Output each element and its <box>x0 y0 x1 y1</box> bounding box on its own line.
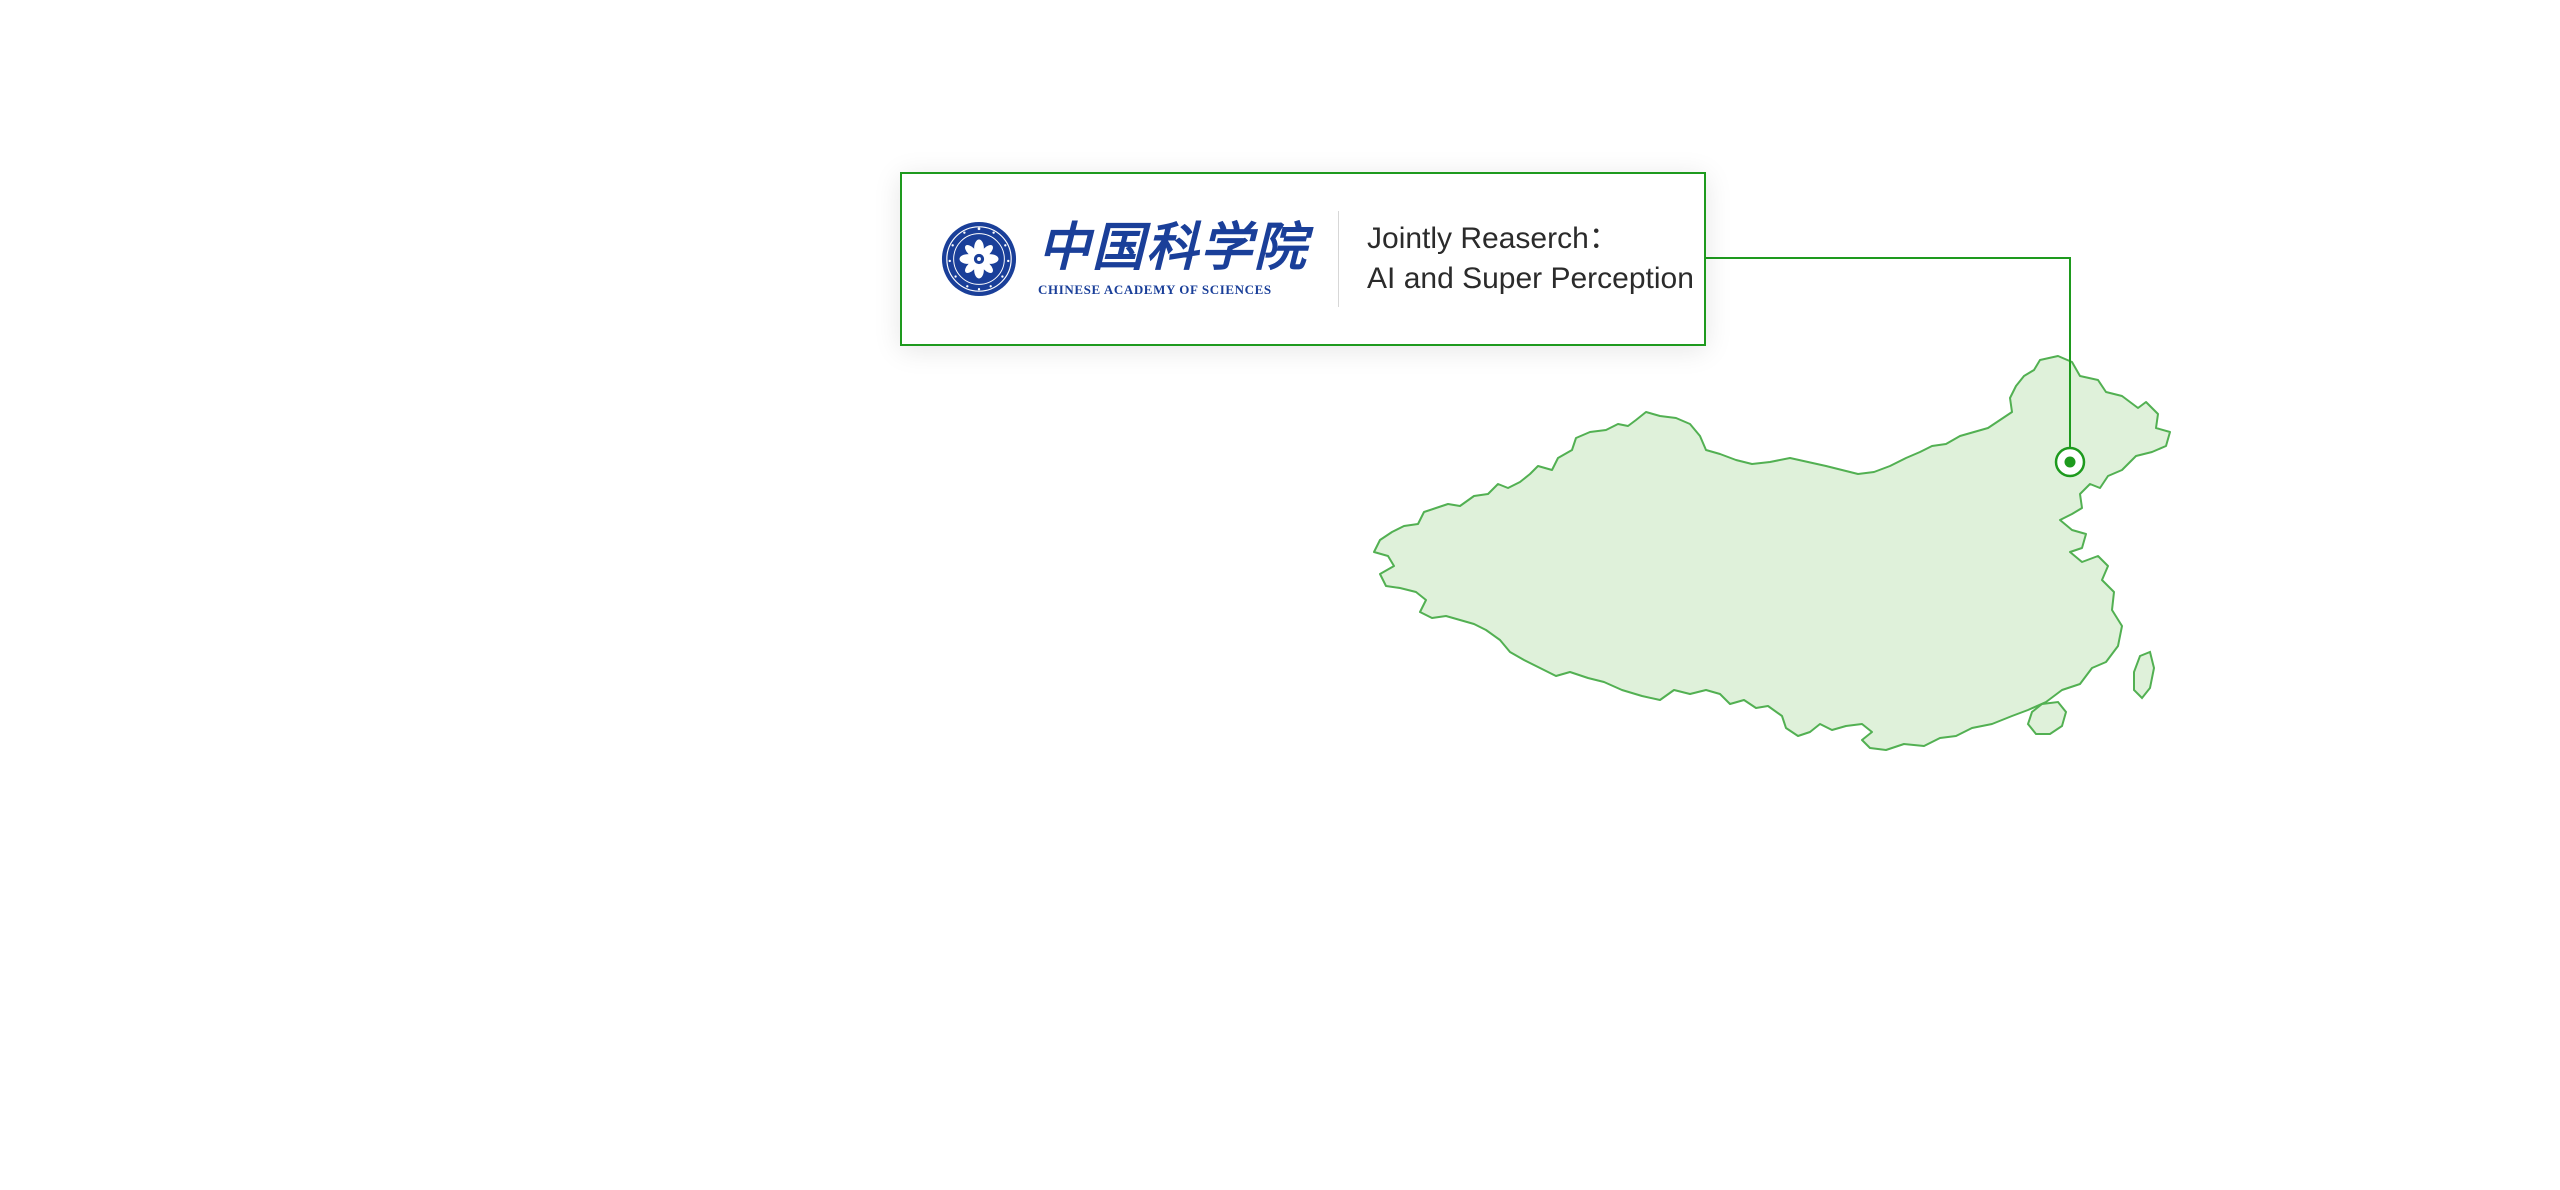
research-caption: Jointly Reaserch： AI and Super Perceptio… <box>1367 219 1694 299</box>
caption-line-2: AI and Super Perception <box>1367 262 1694 295</box>
taiwan-island-shape <box>2133 650 2156 700</box>
caption-line-1: Jointly Reaserch： <box>1367 222 1619 255</box>
location-target-icon[interactable] <box>2054 446 2086 478</box>
connector-line <box>1706 257 2071 448</box>
cas-english-name: CHINESE ACADEMY OF SCIENCES <box>1038 282 1272 297</box>
cas-logo[interactable]: 中国科学院 CHINESE ACADEMY OF SCIENCES <box>902 174 1308 344</box>
partner-card: 中国科学院 CHINESE ACADEMY OF SCIENCES Jointl… <box>900 172 1706 346</box>
hainan-island-shape <box>2026 700 2068 735</box>
logo-divider <box>1338 211 1340 307</box>
cas-wordmark: 中国科学院 CHINESE ACADEMY OF SCIENCES <box>1038 220 1308 298</box>
cas-seal-icon <box>941 221 1017 297</box>
cas-chinese-name: 中国科学院 <box>1038 217 1309 278</box>
china-map-shape <box>1373 355 2171 751</box>
